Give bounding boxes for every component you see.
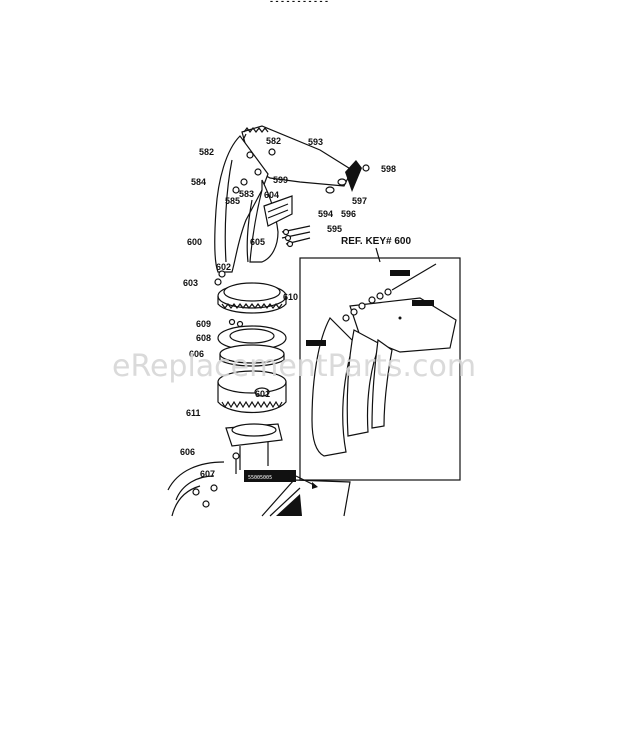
callout-607: 607: [200, 469, 215, 479]
callout-594: 594: [318, 209, 333, 219]
callout-585: 585: [225, 196, 240, 206]
callout-609: 609: [196, 319, 211, 329]
callout-582: 582: [199, 147, 214, 157]
inset-title: REF. KEY# 600: [341, 236, 411, 247]
callout-593: 593: [308, 137, 323, 147]
callout-582: 582: [266, 136, 281, 146]
callout-608: 608: [196, 333, 211, 343]
chute-rings: [217, 282, 287, 474]
auger-housing: 55005005: [167, 461, 351, 517]
callout-604: 604: [264, 190, 279, 200]
callout-606: 606: [189, 349, 204, 359]
callout-606: 606: [180, 447, 195, 457]
callout-583: 583: [239, 189, 254, 199]
callout-596: 596: [341, 209, 356, 219]
chute-assembly: [214, 125, 370, 286]
callout-599: 599: [273, 175, 288, 185]
callout-602: 602: [216, 262, 231, 272]
watermark: eReplacementParts.com: [112, 349, 476, 384]
callout-605: 605: [250, 237, 265, 247]
callout-584: 584: [191, 177, 206, 187]
callout-labels: 582 582 593 598 584 583 599 585 597 604 …: [180, 136, 396, 479]
callout-597: 597: [352, 196, 367, 206]
callout-601: 601: [255, 389, 270, 399]
callout-595: 595: [327, 224, 342, 234]
callout-610: 610: [283, 292, 298, 302]
inset-ref-key-600: REF. KEY# 600: [299, 236, 461, 481]
top-fragment: - - - - - - - - - - -: [270, 0, 328, 6]
svg-text:55005005: 55005005: [248, 475, 272, 481]
callout-598: 598: [381, 164, 396, 174]
callout-611: 611: [186, 408, 201, 418]
callout-600: 600: [187, 237, 202, 247]
callout-603: 603: [183, 278, 198, 288]
